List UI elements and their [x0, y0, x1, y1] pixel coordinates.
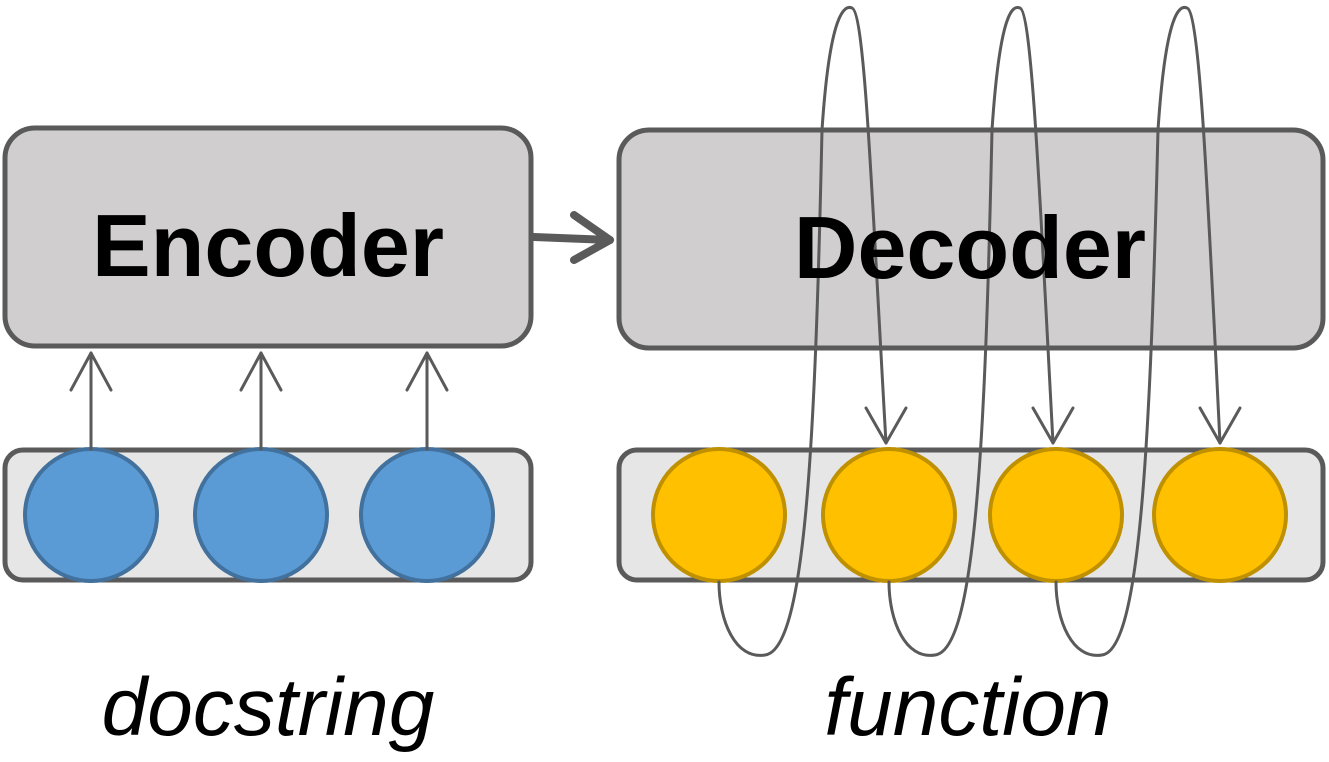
feedback-loop	[717, 5, 908, 657]
decoder-output-caption: function	[824, 662, 1111, 753]
decoder-output-token	[651, 447, 787, 583]
encoder-label: Encoder	[92, 196, 444, 295]
decoder-output-token	[988, 447, 1124, 583]
feedback-loop	[887, 5, 1075, 657]
decoder-label: Decoder	[794, 198, 1146, 297]
decoder-box	[616, 127, 1326, 351]
decoder-block	[616, 127, 1326, 351]
input-arrow	[239, 351, 283, 451]
feedback-loop	[1054, 5, 1242, 657]
decoder-output-token	[821, 447, 957, 583]
encoder-to-decoder-arrow	[530, 211, 614, 264]
encoder-input-token	[359, 447, 495, 583]
input-arrow	[405, 351, 449, 451]
input-arrow	[69, 351, 113, 451]
encoder-input-token	[193, 447, 329, 583]
encoder-input-tray	[2, 447, 534, 583]
autoregressive-loops	[717, 5, 1242, 657]
decoder-output-tray	[616, 447, 1326, 583]
decoder-token-tray	[616, 447, 1326, 583]
encoder-input-token	[23, 447, 159, 583]
encoder-input-arrows	[69, 351, 449, 451]
encoder-input-caption: docstring	[102, 662, 435, 753]
decoder-output-token	[1152, 447, 1288, 583]
encoder-block: Encoder	[2, 125, 534, 349]
